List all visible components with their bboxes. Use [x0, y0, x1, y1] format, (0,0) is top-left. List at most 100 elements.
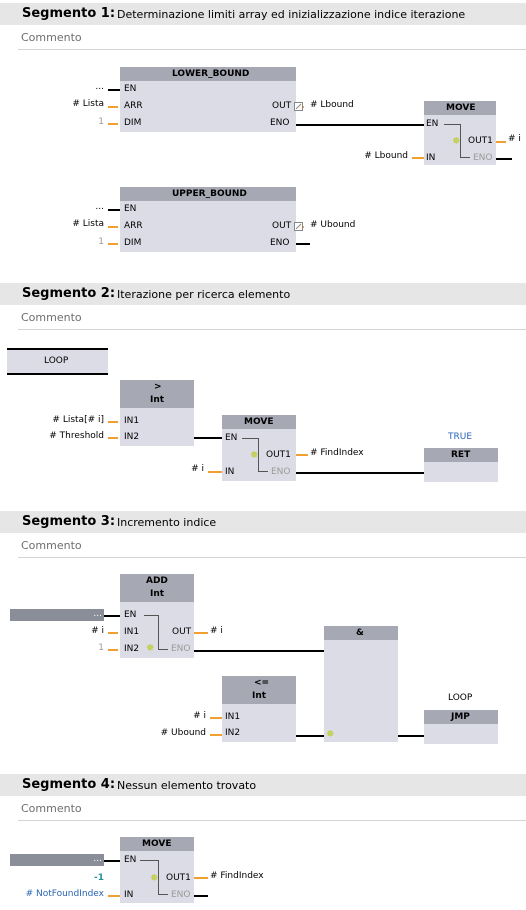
and-block[interactable]: &	[324, 626, 398, 742]
segment-2-comment[interactable]: Commento	[18, 307, 526, 330]
le-in1-input[interactable]: # i	[193, 711, 206, 721]
segment-4-comment[interactable]: Commento	[18, 798, 526, 821]
out-negate-icon	[294, 222, 303, 231]
segment-title: Nessun elemento trovato	[117, 779, 257, 792]
block-title: &	[356, 628, 364, 638]
le-in2-input[interactable]: # Ubound	[160, 728, 206, 738]
constant-value[interactable]: -1	[94, 873, 104, 883]
pin-en: EN	[124, 610, 137, 620]
block-title: UPPER_BOUND	[172, 189, 247, 199]
arr-input[interactable]: # Lista	[72, 219, 104, 229]
segment-number: Segmento 1:	[22, 6, 116, 21]
jmp-block[interactable]: JMP	[424, 710, 498, 744]
en-input[interactable]: ...	[95, 82, 104, 92]
move-in-input[interactable]: # NotFoundIndex	[25, 889, 104, 899]
move-block[interactable]: MOVE EN IN OUT1 ENO	[424, 101, 496, 165]
block-title: MOVE	[142, 839, 172, 849]
arr-stub	[108, 106, 118, 108]
move-in-stub	[412, 157, 424, 159]
comment-placeholder: Commento	[21, 802, 82, 815]
pin-in: IN	[124, 890, 134, 900]
pin-dim: DIM	[124, 118, 142, 128]
segment-3-header[interactable]: Segmento 3: Incremento indice	[0, 511, 526, 533]
add-in1-input[interactable]: # i	[91, 626, 104, 636]
upper-bound-block[interactable]: UPPER_BOUND EN ARR DIM OUT ENO	[120, 187, 296, 252]
move-in-input[interactable]: # i	[191, 464, 204, 474]
block-title: MOVE	[244, 417, 274, 427]
compare-less-equal-block[interactable]: <= Int IN1 IN2	[222, 676, 296, 742]
ret-block[interactable]: RET	[424, 448, 498, 482]
move-in-stub	[108, 895, 120, 897]
move-out-target[interactable]: # i	[508, 134, 521, 144]
comment-placeholder: Commento	[21, 539, 82, 552]
loop-label[interactable]: LOOP	[7, 348, 108, 375]
add-block[interactable]: ADD Int EN IN1 IN2 OUT ENO	[120, 574, 194, 658]
segment-2-header[interactable]: Segmento 2: Iterazione per ricerca eleme…	[0, 283, 526, 305]
jmp-label[interactable]: LOOP	[448, 693, 473, 703]
arr-stub	[108, 226, 118, 228]
and-to-jmp-wire	[398, 735, 424, 737]
block-type: Int	[150, 589, 165, 599]
add-out-target[interactable]: # i	[210, 626, 223, 636]
block-title: JMP	[451, 712, 470, 722]
move-out-stub	[194, 877, 208, 879]
ret-value[interactable]: TRUE	[448, 432, 473, 442]
move-in-stub	[208, 471, 222, 473]
dim-input[interactable]: 1	[98, 117, 104, 127]
segment-title: Iterazione per ricerca elemento	[117, 288, 291, 301]
en-input[interactable]: ...	[95, 202, 104, 212]
block-title: RET	[451, 450, 471, 460]
move-block[interactable]: MOVE EN IN OUT1 ENO	[222, 415, 296, 481]
comment-placeholder: Commento	[21, 311, 82, 324]
en-input: ...	[93, 609, 102, 619]
cmp-in1-input[interactable]: # Lista[# i]	[52, 415, 104, 425]
segment-4-header[interactable]: Segmento 4: Nessun elemento trovato	[0, 774, 526, 796]
add-eno-to-and-wire	[194, 650, 324, 652]
segment-number: Segmento 3:	[22, 514, 116, 529]
pin-eno: ENO	[171, 890, 191, 900]
pin-out1: OUT1	[166, 873, 191, 883]
pin-out: OUT	[272, 221, 292, 231]
cmp-in2-input[interactable]: # Threshold	[49, 431, 104, 441]
add-out-stub	[194, 632, 208, 634]
move-out-target[interactable]: # FindIndex	[310, 448, 364, 458]
move-in-input[interactable]: # Lbound	[364, 151, 408, 161]
en-wire	[108, 89, 120, 91]
segment-title: Incremento indice	[117, 516, 217, 529]
dim-input[interactable]: 1	[98, 237, 104, 247]
block-type: Int	[150, 395, 165, 405]
block-type: Int	[252, 691, 267, 701]
move-eno-wire	[496, 158, 512, 160]
en-wire	[104, 615, 120, 617]
move-out-target[interactable]: # FindIndex	[210, 871, 264, 881]
en-input-field[interactable]: ...	[10, 609, 104, 621]
compare-greater-block[interactable]: > Int IN1 IN2	[120, 380, 194, 446]
segment-1-header[interactable]: Segmento 1: Determinazione limiti array …	[0, 3, 526, 25]
pin-en: EN	[426, 119, 439, 129]
move-eno-wire	[194, 895, 208, 897]
pin-arr: ARR	[124, 101, 143, 111]
comment-placeholder: Commento	[21, 31, 82, 44]
pin-out: OUT	[172, 627, 192, 637]
segment-3-comment[interactable]: Commento	[18, 535, 526, 558]
move-block[interactable]: MOVE EN IN OUT1 ENO	[120, 837, 194, 903]
add-in2-input[interactable]: 1	[98, 643, 104, 653]
en-input: ...	[93, 854, 102, 864]
block-title: >	[154, 382, 162, 392]
arr-input[interactable]: # Lista	[72, 99, 104, 109]
pin-en: EN	[124, 84, 137, 94]
label-text: LOOP	[44, 356, 69, 366]
out-target[interactable]: # Ubound	[310, 220, 356, 230]
pin-in2: IN2	[124, 432, 140, 442]
lower-bound-block[interactable]: LOWER_BOUND EN ARR DIM OUT ENO	[120, 67, 296, 132]
pin-eno: ENO	[270, 238, 290, 248]
enable-icon	[250, 451, 258, 461]
segment-1-comment[interactable]: Commento	[18, 27, 526, 50]
en-input-field[interactable]: ...	[10, 854, 104, 866]
pin-en: EN	[225, 433, 238, 443]
pin-eno: ENO	[270, 118, 290, 128]
segment-number: Segmento 2:	[22, 286, 116, 301]
eno-to-move-wire	[296, 124, 424, 126]
out-target[interactable]: # Lbound	[310, 100, 354, 110]
en-wire	[104, 860, 120, 862]
